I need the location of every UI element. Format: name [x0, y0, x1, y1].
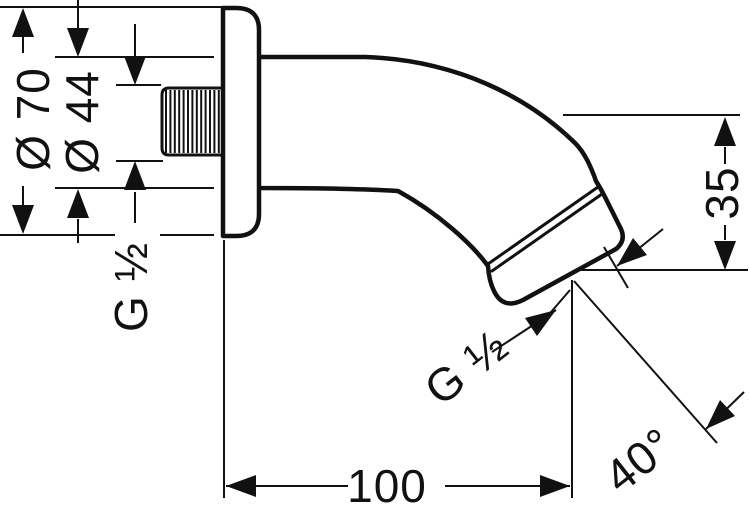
dimension-arm-diameter: Ø 44 [55, 0, 214, 243]
dimension-outlet-height: 35 [563, 114, 748, 271]
angle-leg-line [573, 280, 718, 444]
arrowhead-right [540, 475, 570, 497]
dim-label-outlet-angle: 40° [594, 417, 683, 503]
extension-lines [0, 6, 222, 236]
arrowhead-down [12, 205, 34, 234]
dim-label-flange-diameter: Ø 70 [7, 67, 59, 171]
dim-label-outlet-height: 35 [696, 166, 748, 219]
arrowhead-angle [706, 400, 735, 429]
dim-label-wall-thread: G ½ [105, 242, 157, 332]
shower-arm [160, 5, 625, 306]
arrowhead-down [124, 56, 146, 85]
arrowhead-up [714, 117, 736, 146]
dimension-wall-thread: G ½ [105, 24, 163, 332]
arrowhead-down [714, 241, 736, 270]
arrowhead-left [226, 475, 256, 497]
wall-flange [220, 5, 262, 239]
dimension-outlet-angle: 40° [573, 280, 745, 503]
extension-lines [563, 114, 748, 271]
arrowhead-up [67, 189, 89, 218]
outlet-seam-lines [486, 185, 604, 273]
dimension-flange-diameter: Ø 70 [0, 6, 222, 236]
arrowhead-to-outlet-upper [617, 238, 647, 266]
dimension-projection: 100 [223, 240, 573, 511]
outlet-face-tick-upper [603, 246, 629, 289]
arrowhead-down [67, 28, 89, 57]
dim-label-projection: 100 [347, 460, 427, 511]
dim-label-arm-diameter: Ø 44 [56, 70, 108, 174]
thread-hatching [165, 90, 220, 153]
dim-label-outlet-thread: G ½ [415, 319, 518, 415]
arm-body [254, 54, 625, 306]
arrowhead-to-outlet [525, 310, 556, 336]
arrowhead-up [124, 161, 146, 190]
arrowhead-up [12, 8, 34, 37]
extension-lines [116, 84, 163, 162]
